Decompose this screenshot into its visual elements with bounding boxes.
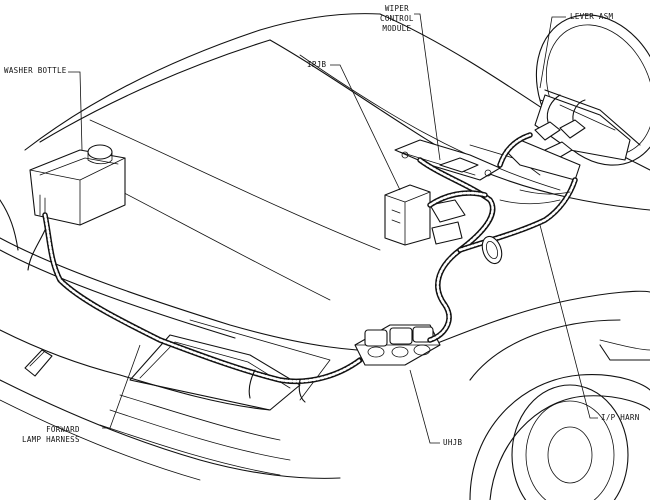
ipjb-module — [384, 184, 466, 246]
forward-lamp-harness-line-1: FORWARD — [46, 425, 80, 434]
ip-harness — [417, 132, 578, 343]
wiper-control-module-label: WIPER CONTROL MODULE — [380, 4, 414, 34]
ipjb-label: IPJB — [307, 60, 327, 69]
washer-bottle-label: WASHER BOTTLE — [4, 66, 67, 75]
forward-lamp-harness — [27, 212, 363, 403]
lever-asm-label: LEVER ASM — [570, 12, 614, 21]
wiper-control-module-line-2: CONTROL — [380, 14, 414, 23]
uhjb-module — [354, 324, 441, 366]
wiper-control-module-line-3: MODULE — [382, 24, 412, 33]
ip-harn-label: I/P HARN — [601, 413, 640, 422]
wiper-control-module — [394, 139, 541, 181]
forward-lamp-harness-line-2: LAMP HARNESS — [22, 435, 80, 444]
wiper-control-module-line-1: WIPER — [384, 4, 409, 13]
forward-lamp-harness-label: FORWARD LAMP HARNESS — [22, 425, 80, 445]
uhjb-label: UHJB — [443, 438, 463, 447]
leader-lines — [68, 13, 598, 444]
washer-bottle-reservoir — [29, 144, 126, 226]
